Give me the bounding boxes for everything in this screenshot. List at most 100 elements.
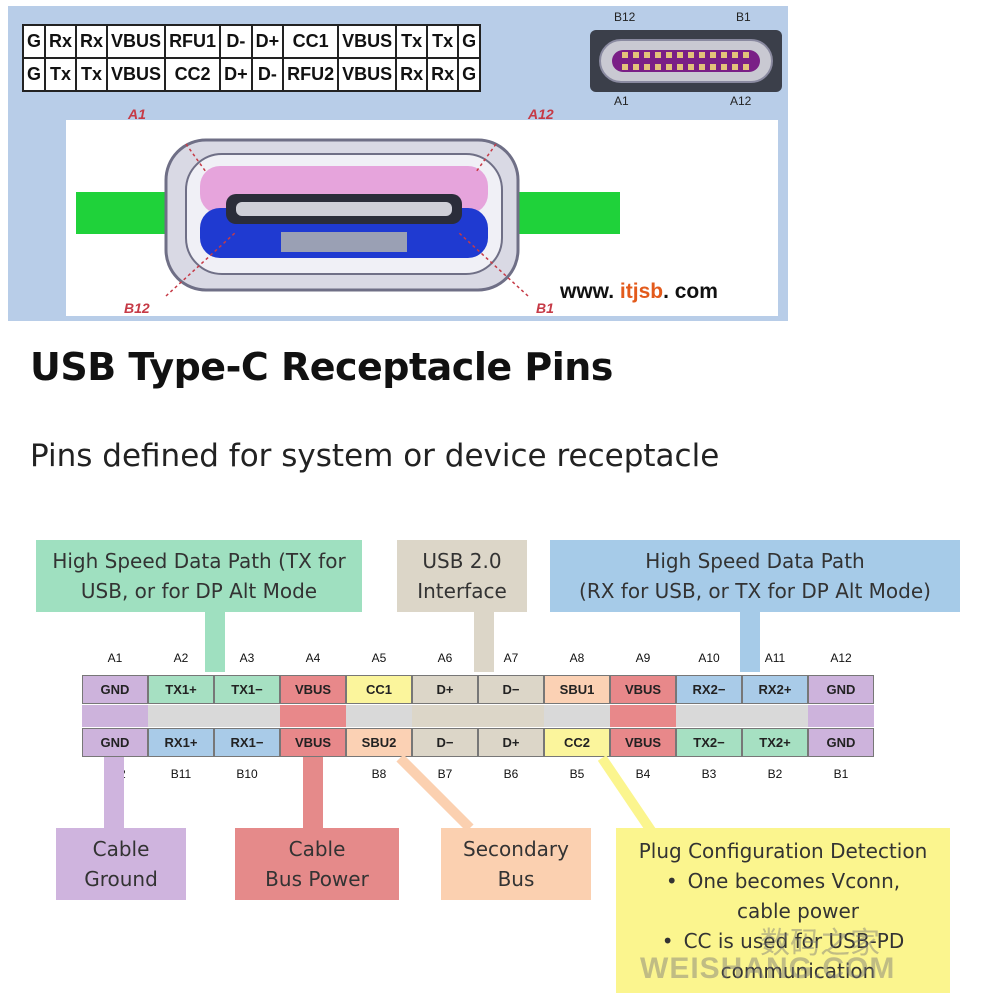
pin-a1: GND <box>82 675 148 704</box>
pin-b6: D+ <box>478 728 544 757</box>
pin-b5: CC2 <box>544 728 610 757</box>
pin-a3: TX1− <box>214 675 280 704</box>
pin-number-b: B5 <box>569 767 585 781</box>
bullet-icon: • <box>661 929 674 953</box>
page-subtitle: Pins defined for system or device recept… <box>30 438 720 474</box>
bullet-text: CC is used for USB-PD <box>683 929 905 953</box>
bullet-continuation: cable power <box>737 899 859 923</box>
table-cell: VBUS <box>106 57 167 92</box>
connectors-diagonal <box>396 756 657 835</box>
website-credit: www. itjsb. com <box>560 280 718 304</box>
bullet-icon: • <box>665 869 678 893</box>
pin-b7: D− <box>412 728 478 757</box>
table-cell: Tx <box>395 24 429 59</box>
table-cell: RFU1 <box>164 24 222 59</box>
table-cell: Rx <box>75 24 109 59</box>
photo-label-b12: B12 <box>124 300 150 316</box>
website-name: itjsb <box>619 280 664 303</box>
pin-a8: SBU1 <box>544 675 610 704</box>
pin-number-b: B10 <box>236 767 258 781</box>
table-row: G Tx Tx VBUS CC2 D+ D- RFU2 VBUS Rx Rx G <box>21 57 482 92</box>
callout-line: USB, or for DP Alt Mode <box>80 579 318 603</box>
table-cell: D- <box>219 24 253 59</box>
pin-link-gnd <box>808 705 874 727</box>
table-cell: Tx <box>426 24 460 59</box>
table-cell: Rx <box>44 24 78 59</box>
pin-b2: TX2+ <box>742 728 808 757</box>
pin-link-empty <box>676 705 808 727</box>
callout-high-speed-tx: High Speed Data Path (TX for USB, or for… <box>36 540 362 612</box>
connector-cable-ground <box>104 757 124 829</box>
table-cell: G <box>457 57 482 92</box>
table-cell: D+ <box>250 24 285 59</box>
watermark-en: WEISHANG.COM <box>640 952 896 985</box>
pin-a4: VBUS <box>280 675 346 704</box>
bullet-continuation: communication <box>720 959 876 983</box>
table-cell: VBUS <box>337 24 398 59</box>
receptacle-graphic <box>76 138 620 297</box>
table-cell: RFU2 <box>282 57 340 92</box>
pin-a5: CC1 <box>346 675 412 704</box>
pin-b8: SBU2 <box>346 728 412 757</box>
connector-bus-power <box>303 757 323 829</box>
pin-a6: D+ <box>412 675 478 704</box>
table-cell: Tx <box>44 57 78 92</box>
plug-face-graphic <box>590 30 782 92</box>
pin-link-empty <box>544 705 610 727</box>
callout-plug-config: Plug Configuration Detection • One becom… <box>616 828 950 993</box>
callout-title: Plug Configuration Detection <box>638 839 928 863</box>
callout-line: Cable <box>92 837 150 861</box>
callout-line: USB 2.0 <box>422 549 502 573</box>
pin-a10: RX2− <box>676 675 742 704</box>
pin-a11: RX2+ <box>742 675 808 704</box>
table-cell: G <box>21 24 47 59</box>
pin-number-a: A3 <box>239 651 255 665</box>
pin-number-a: A1 <box>107 651 123 665</box>
watermark-cn: 数码之家 <box>760 926 880 961</box>
pin-link-empty <box>148 705 280 727</box>
pin-number-b: B1 <box>833 767 849 781</box>
callout-line: Secondary <box>463 837 569 861</box>
pin-map-table: G Rx Rx VBUS RFU1 D- D+ CC1 VBUS Tx Tx G… <box>21 24 482 92</box>
pin-a7: D− <box>478 675 544 704</box>
callout-line: Ground <box>84 867 158 891</box>
connector-hs-tx <box>205 612 225 672</box>
pin-number-a: A12 <box>830 651 852 665</box>
table-cell: G <box>457 24 482 59</box>
pin-link-vbus <box>280 705 346 727</box>
callout-cable-ground: Cable Ground <box>56 828 186 900</box>
pin-link-empty <box>346 705 412 727</box>
pin-number-b: B8 <box>371 767 387 781</box>
pin-a2: TX1+ <box>148 675 214 704</box>
table-cell: Rx <box>426 57 460 92</box>
receptacle-cross-section <box>66 120 778 316</box>
bullet-item: • One becomes Vconn, <box>616 866 950 896</box>
website-suffix: . com <box>663 280 718 303</box>
pin-number-a: A5 <box>371 651 387 665</box>
pin-b9: VBUS <box>280 728 346 757</box>
photo-label-b1: B1 <box>536 300 554 316</box>
table-cell: G <box>21 57 47 92</box>
bullet-item: • CC is used for USB-PD <box>616 926 950 956</box>
pin-b3: TX2− <box>676 728 742 757</box>
callout-line: High Speed Data Path <box>645 549 865 573</box>
callout-line: (RX for USB, or TX for DP Alt Mode) <box>579 579 931 603</box>
pin-number-a: A11 <box>764 651 786 665</box>
callout-high-speed-rx: High Speed Data Path (RX for USB, or TX … <box>550 540 960 612</box>
pin-a9: VBUS <box>610 675 676 704</box>
website-prefix: www. <box>560 280 615 303</box>
pin-number-b: B3 <box>701 767 717 781</box>
pin-number-b: B4 <box>635 767 651 781</box>
pin-link-vbus <box>610 705 676 727</box>
pin-number-a: A6 <box>437 651 453 665</box>
pin-number-b: B7 <box>437 767 453 781</box>
pin-b10: RX1− <box>214 728 280 757</box>
table-cell: D+ <box>219 57 253 92</box>
callout-line: High Speed Data Path (TX for <box>52 549 346 573</box>
table-row: G Rx Rx VBUS RFU1 D- D+ CC1 VBUS Tx Tx G <box>21 24 482 59</box>
table-cell: CC2 <box>164 57 222 92</box>
table-cell: D- <box>250 57 285 92</box>
photo-label-a1: A1 <box>128 106 146 122</box>
table-cell: Tx <box>75 57 109 92</box>
pin-link-gnd <box>82 705 148 727</box>
